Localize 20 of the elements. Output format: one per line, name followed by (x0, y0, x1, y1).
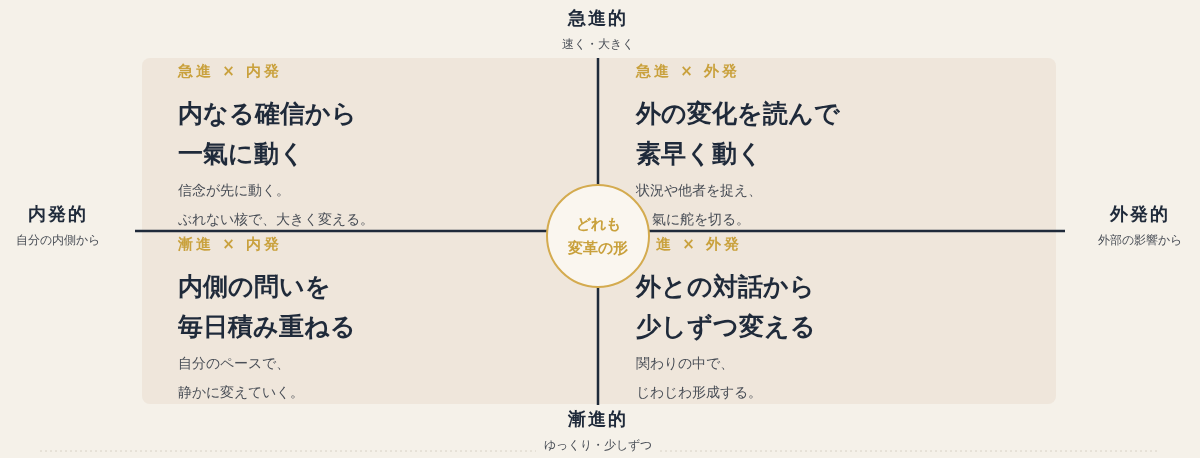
axis-title: 内発的 (27, 202, 89, 226)
quadrant-heading: 外の変化を読んで素早く動く (636, 98, 840, 170)
quadrant-heading: 内なる確信から一氣に動く (178, 98, 357, 170)
axis-subtitle: 自分の内側から (16, 232, 100, 249)
quadrant-tag: 急進 × 内発 (178, 62, 282, 81)
quadrant-tag: 急進 × 外発 (636, 62, 740, 81)
axis-subtitle: 外部の影響から (1098, 232, 1182, 249)
quadrant-tag: 進 × 外発 (656, 235, 742, 254)
quadrant-description: 関わりの中で、じわじわ形成する。 (636, 354, 762, 402)
quadrant-heading: 内側の問いを毎日積み重ねる (178, 271, 356, 343)
axis-subtitle: 速く・大きく (562, 36, 634, 53)
axis-title: 急進的 (566, 6, 629, 30)
axis-title: 外発的 (1109, 202, 1171, 226)
quadrant-panel (598, 231, 1056, 404)
quadrant-tag: 漸進 × 内発 (178, 235, 282, 254)
quadrant-description: 自分のペースで、静かに変えていく。 (178, 354, 304, 402)
axis-subtitle: ゆっくり・少しずつ (544, 437, 652, 454)
quadrant-description: 信念が先に動く。ぶれない核で、大きく変える。 (178, 181, 374, 229)
quadrant-panel (142, 231, 598, 404)
axis-title: 漸進的 (567, 407, 629, 431)
